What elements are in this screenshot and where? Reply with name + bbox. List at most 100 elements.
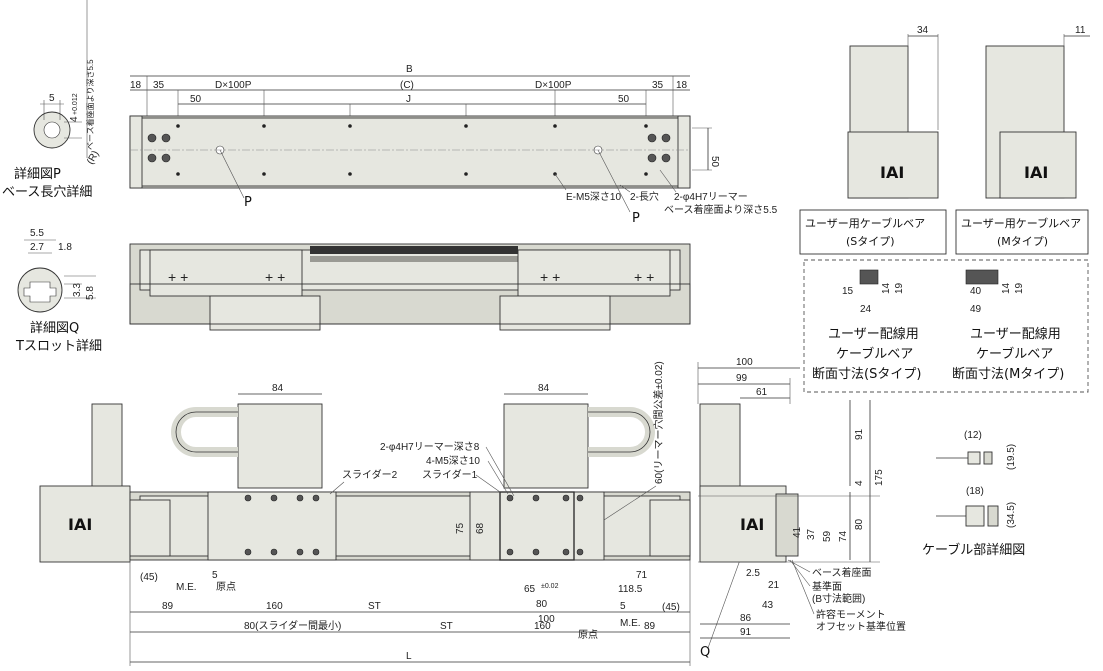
- wiring-s-h2: 19: [894, 282, 905, 294]
- side-slider: [775, 493, 799, 557]
- dim-st-top: ST: [368, 601, 381, 612]
- dim-80: 80: [536, 599, 548, 610]
- side-dim-91: 91: [854, 428, 865, 440]
- wiring-s-shape: [859, 269, 879, 285]
- svg-text:+ +: + +: [634, 269, 654, 285]
- cable-s-caption-box: [799, 209, 947, 255]
- cable-loop-right: [588, 407, 655, 457]
- cable-loop-left: [171, 407, 238, 457]
- side-dim-91b: 91: [740, 627, 752, 638]
- front-left-motor: [39, 485, 131, 563]
- side-housing: [699, 485, 787, 563]
- wiring-m-w2: 49: [970, 304, 982, 315]
- callout-p-left: P: [244, 195, 252, 210]
- cable-detail-title: ケーブル部詳細図: [922, 542, 1025, 558]
- wiring-s-caption3: 断面寸法(Sタイプ): [812, 367, 921, 382]
- dim-dx-left: D×100P: [215, 80, 252, 91]
- note-seat: ベース着座面: [812, 566, 872, 579]
- side-dim-99: 99: [736, 373, 748, 384]
- detail-p-r: (R): [85, 149, 101, 167]
- dim-84-left: 84: [272, 383, 284, 394]
- top-view-end-right: [677, 115, 691, 189]
- detail-q-slot: [23, 281, 57, 303]
- detail-q-e: 5.8: [85, 286, 96, 300]
- origin-right: 原点: [578, 629, 598, 641]
- cable-bear-s: IAI 34 ユーザー用ケーブルベア (Sタイプ): [799, 25, 947, 255]
- dim-50-right: 50: [618, 94, 630, 105]
- me-left: M.E.: [176, 582, 197, 593]
- top-view: B 18 35 D×100P (C) D×100P 35 18 50 J 50: [129, 64, 778, 226]
- slider-1-inner: [499, 491, 575, 561]
- dim-68: 68: [475, 522, 486, 534]
- cable-s-housing: [847, 131, 939, 199]
- svg-text:+ +: + +: [168, 269, 188, 285]
- detail-p-h4: 4: [69, 116, 80, 122]
- dim-18-left: 18: [130, 80, 142, 91]
- callout-p-right: P: [632, 211, 640, 226]
- dim-65: 65: [524, 584, 536, 595]
- note-ref: 基準面: [812, 580, 842, 593]
- dim-84-right: 84: [538, 383, 550, 394]
- side-dim-80: 80: [854, 518, 865, 530]
- dim-89-left: 89: [162, 601, 174, 612]
- callout-reamer: 2-φ4H7リーマー: [674, 192, 748, 203]
- elevation-bracket-left: [209, 295, 321, 331]
- cable-detail-m-plug: [965, 505, 985, 527]
- callout-q: Q: [700, 645, 710, 660]
- dim-65-tol: ±0.02: [541, 583, 559, 590]
- dim-b: B: [406, 64, 413, 75]
- side-dim-175: 175: [874, 469, 885, 486]
- top-view-bolt-group-right: [647, 133, 671, 163]
- wiring-section: 15 24 14 19 ユーザー配線用 ケーブルベア 断面寸法(Sタイプ) 40…: [803, 259, 1089, 393]
- dim-75: 75: [455, 522, 466, 534]
- elevation-lower: [129, 283, 691, 325]
- cable-detail-m-h: (34.5): [1006, 502, 1017, 528]
- cable-loop-left-outline: [175, 411, 238, 453]
- dim-50-vertical: 50: [709, 156, 720, 168]
- dim-pitch-60: 60(リーマー穴間公差±0.02): [652, 361, 665, 484]
- five-left: 5: [212, 570, 218, 581]
- side-dim-4: 4: [854, 480, 865, 486]
- dim-j: J: [406, 94, 411, 105]
- dim-35-right: 35: [652, 80, 664, 91]
- side-dim-86: 86: [740, 613, 752, 624]
- label-slider2: スライダー2: [342, 468, 398, 481]
- side-dim-61: 61: [756, 387, 768, 398]
- wiring-m-shape: [965, 269, 999, 285]
- callout-slot: 2-長穴: [630, 190, 659, 203]
- wiring-s-w2: 24: [860, 304, 872, 315]
- side-dim-2-5: 2.5: [746, 568, 760, 579]
- cable-detail-s-plug: [967, 451, 981, 465]
- slider-2: [207, 491, 337, 561]
- front-end-right: [649, 499, 691, 557]
- detail-q-title1: 詳細図Q: [30, 320, 79, 336]
- me-right: M.E.: [620, 618, 641, 629]
- end-side-view: IAI 100 99 61 91 175 4 80 74 59 41 37 2.…: [697, 357, 906, 639]
- slider-bolts: [244, 494, 584, 556]
- top-view-bolt-group-left: [147, 133, 171, 163]
- wiring-s-caption2: ケーブルベア: [836, 346, 913, 362]
- dim-71: 71: [636, 570, 648, 581]
- cable-loop-right-outline: [588, 411, 651, 453]
- dim-dx-right: D×100P: [535, 80, 572, 91]
- label-slider1: スライダー1: [422, 468, 478, 481]
- wiring-m-caption3: 断面寸法(Mタイプ): [952, 367, 1064, 382]
- detail-q-b: 2.7: [30, 242, 44, 253]
- side-dim-21: 21: [768, 580, 780, 591]
- side-dim-37: 37: [806, 528, 817, 540]
- dim-st-bottom: ST: [440, 621, 453, 632]
- detail-q-title2: Tスロット詳細: [15, 338, 102, 354]
- detail-p-depth-note: ベース着座面より深さ5.5: [85, 59, 95, 150]
- top-view-cover: [139, 117, 681, 187]
- detail-p-title1: 詳細図P: [14, 166, 61, 182]
- elevation-slider-left: [149, 249, 303, 297]
- detail-p-slot: [43, 121, 61, 139]
- wiring-m-h2: 19: [1014, 282, 1025, 294]
- cable-s-caption2: (Sタイプ): [846, 235, 895, 248]
- dim-18-right: 18: [676, 80, 688, 91]
- dim-45-right: (45): [662, 602, 680, 613]
- wiring-dashed-box: [803, 259, 1089, 393]
- note-ref2: (B寸法範囲): [812, 592, 865, 605]
- dim-50-left: 50: [190, 94, 202, 105]
